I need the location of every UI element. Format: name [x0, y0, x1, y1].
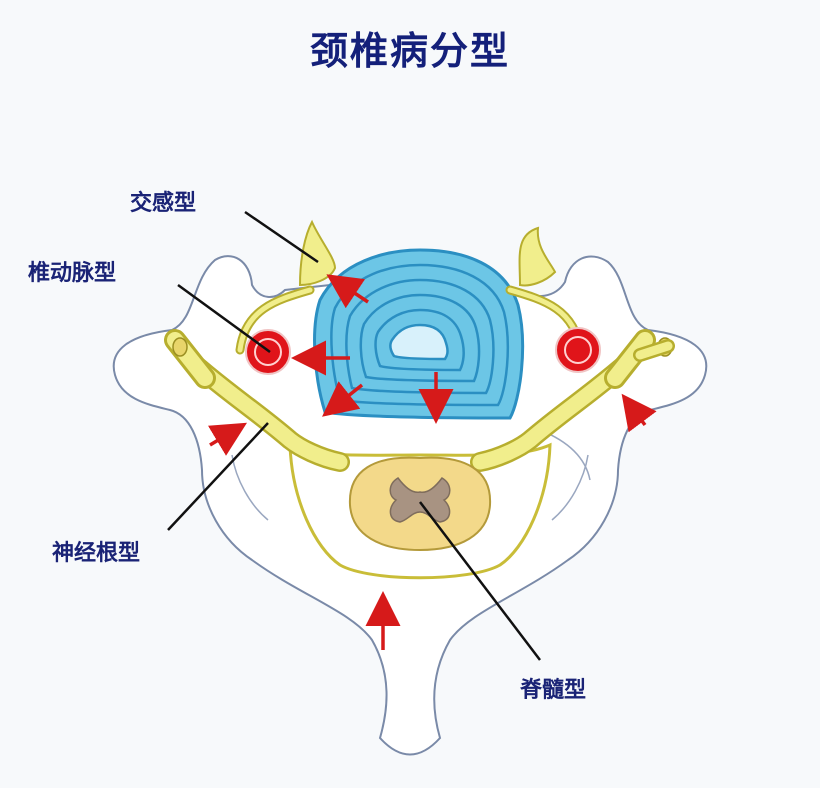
spinal-canal: [288, 442, 552, 580]
label-vertebral-artery-type: 椎动脉型: [28, 261, 117, 286]
label-spinal-cord-type: 脊髓型: [520, 678, 587, 703]
leader-lines: [167, 210, 541, 661]
label-nerve-root-type: 神经根型: [52, 541, 141, 566]
diagram-title: 颈椎病分型: [309, 29, 510, 73]
compression-arrows: [207, 274, 657, 650]
label-sympathetic-type: 交感型: [130, 191, 197, 216]
intervertebral-disc: [313, 248, 525, 420]
nerve-roots: [164, 329, 675, 472]
